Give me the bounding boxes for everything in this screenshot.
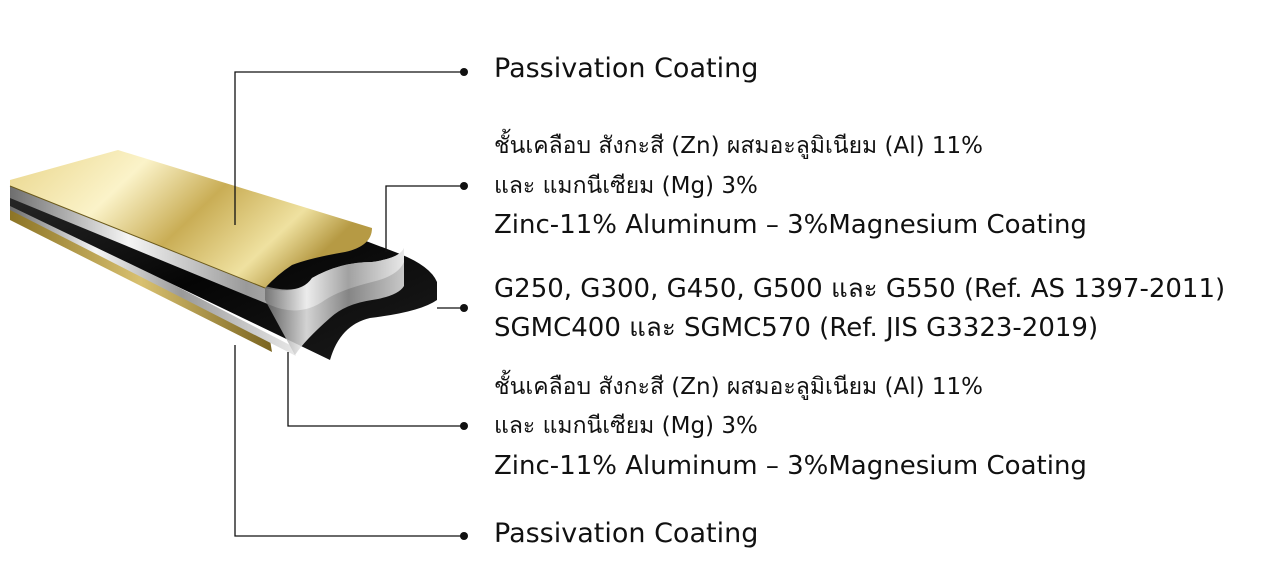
- label-base-steel-2: SGMC400 และ SGMC570 (Ref. JIS G3323-2019…: [494, 313, 1099, 343]
- label-top-passivation: Passivation Coating: [494, 53, 759, 84]
- label-top-coating-thai-2: และ แมกนีเซียม (Mg) 3%: [494, 173, 758, 199]
- top-passivation-layer: [10, 150, 372, 288]
- dot-base-steel: [460, 304, 468, 312]
- leader-top-coating: [385, 185, 463, 252]
- leader-top-passivation: [234, 71, 463, 225]
- leader-bottom-coating: [287, 352, 463, 427]
- label-bottom-coating-en: Zinc-11% Aluminum – 3%Magnesium Coating: [494, 451, 1087, 481]
- label-top-coating-en: Zinc-11% Aluminum – 3%Magnesium Coating: [494, 210, 1087, 240]
- label-bottom-coating-thai-2: และ แมกนีเซียม (Mg) 3%: [494, 413, 758, 439]
- dot-bottom-coating: [460, 422, 468, 430]
- label-base-steel-1: G250, G300, G450, G500 และ G550 (Ref. AS…: [494, 274, 1226, 304]
- label-bottom-passivation: Passivation Coating: [494, 518, 759, 549]
- leader-bottom-passivation: [234, 345, 463, 537]
- label-bottom-coating-thai-1: ชั้นเคลือบ สังกะสี (Zn) ผสมอะลูมิเนียม (…: [494, 374, 984, 400]
- dot-bottom-passivation: [460, 532, 468, 540]
- leader-dots: [460, 68, 468, 540]
- dot-top-coating: [460, 182, 468, 190]
- label-top-coating-thai-1: ชั้นเคลือบ สังกะสี (Zn) ผสมอะลูมิเนียม (…: [494, 133, 984, 159]
- leader-lines: [234, 71, 463, 537]
- bottom-passivation-layer: [10, 208, 272, 352]
- dot-top-passivation: [460, 68, 468, 76]
- top-coating-end-face: [265, 248, 404, 355]
